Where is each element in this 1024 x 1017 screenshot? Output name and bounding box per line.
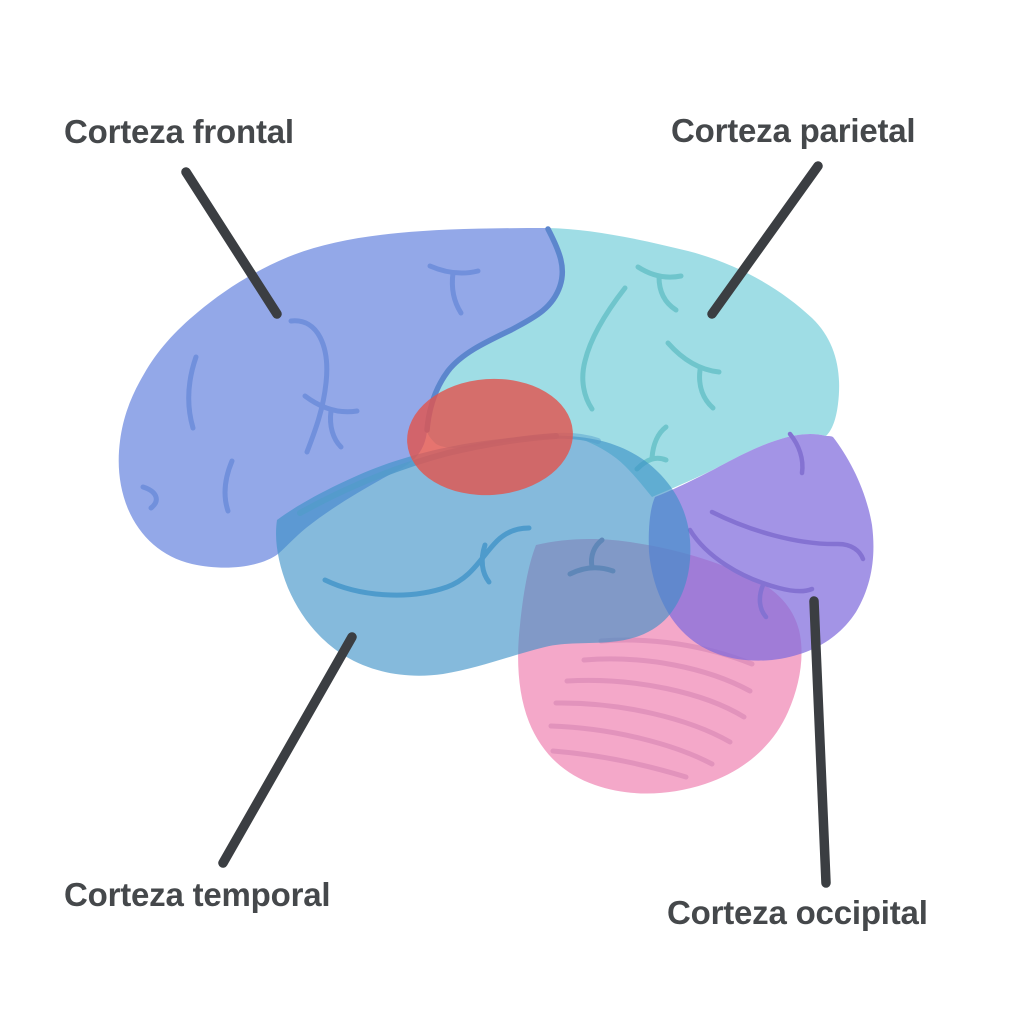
label-occipital-cortex: Corteza occipital: [667, 894, 928, 931]
pointer-line-frontal: [181, 167, 282, 319]
label-temporal-cortex: Corteza temporal: [64, 876, 331, 913]
central-sulcus-edge: [424, 226, 566, 433]
occipital-sulci: [687, 431, 866, 620]
pointer-line-occipital: [809, 596, 831, 888]
pointer-line-temporal: [218, 632, 357, 868]
frontal-lobe-shape: [118, 228, 563, 568]
pointer-lines: [181, 161, 831, 888]
pointer-line-parietal: [707, 161, 823, 319]
label-parietal-cortex: Corteza parietal: [671, 112, 916, 149]
central-red-area: [407, 378, 573, 496]
temporal-sulci: [322, 525, 532, 598]
frontal-sulci: [140, 263, 481, 514]
label-frontal-cortex: Corteza frontal: [64, 113, 294, 150]
temporal-overlap-sulci: [567, 537, 616, 577]
frontal-lobe-region: [118, 228, 563, 568]
